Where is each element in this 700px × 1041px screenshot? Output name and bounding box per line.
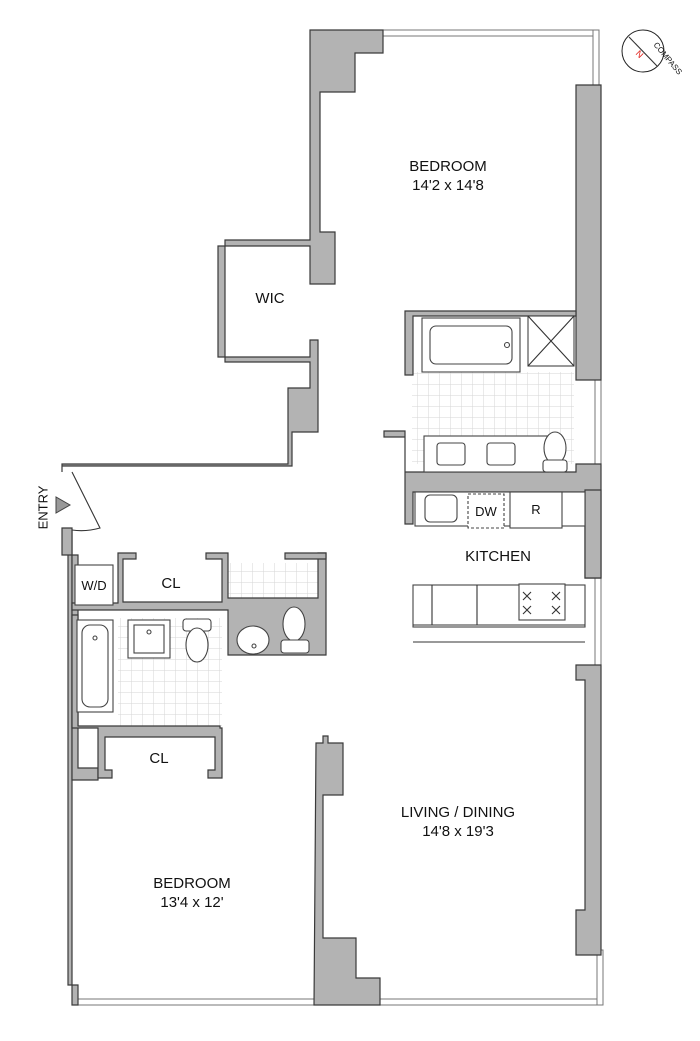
entry-label: ENTRY xyxy=(35,485,51,530)
entry-door-swing xyxy=(71,471,101,532)
appliance-r: R xyxy=(531,502,541,517)
room-name: LIVING / DINING xyxy=(400,804,516,821)
room-closet-1: CL xyxy=(161,575,181,592)
room-size: 14'2 x 14'8 xyxy=(412,177,484,194)
kitchen-fixtures xyxy=(412,491,586,643)
room-size: 14'8 x 19'3 xyxy=(422,823,494,840)
room-name: BEDROOM xyxy=(409,158,487,175)
room-bedroom-second: BEDROOM 13'4 x 12' xyxy=(153,874,231,912)
master-bath-fixtures xyxy=(421,315,575,473)
room-living-dining: LIVING / DINING 14'8 x 19'3 xyxy=(401,803,515,841)
room-bedroom-master: BEDROOM 14'2 x 14'8 xyxy=(409,157,487,195)
entry-arrow-icon xyxy=(55,496,72,514)
bath-fixtures xyxy=(74,564,310,713)
room-size: 13'4 x 12' xyxy=(160,894,224,911)
appliance-wd: W/D xyxy=(81,578,107,593)
room-wic: WIC xyxy=(255,290,285,307)
appliance-dw: DW xyxy=(475,504,497,519)
room-kitchen: KITCHEN xyxy=(465,548,531,565)
room-name: BEDROOM xyxy=(153,875,231,892)
compass-icon xyxy=(621,29,665,73)
room-closet-2: CL xyxy=(149,750,169,767)
